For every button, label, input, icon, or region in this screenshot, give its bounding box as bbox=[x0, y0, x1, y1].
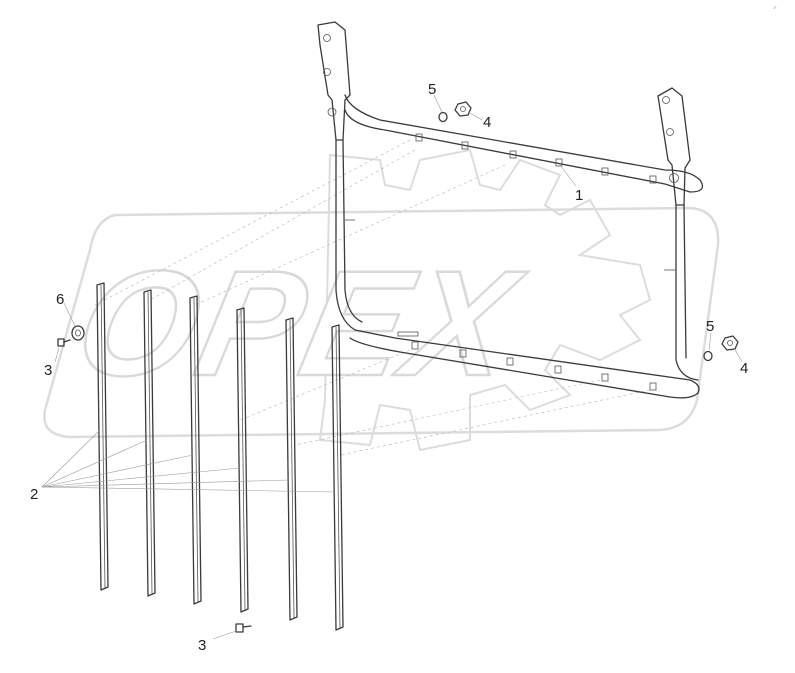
callouts: 1 2 3 3 4 4 5 5 6 bbox=[30, 81, 748, 654]
bolt-bottom bbox=[235, 623, 252, 633]
strip bbox=[236, 307, 249, 613]
callout-3-left: 3 bbox=[44, 362, 52, 379]
nut-top bbox=[454, 101, 472, 117]
callout-6: 6 bbox=[56, 291, 64, 308]
frame-assembly bbox=[317, 21, 704, 399]
callout-5-right: 5 bbox=[706, 318, 714, 335]
frame-right-tube bbox=[675, 204, 699, 381]
callout-2: 2 bbox=[30, 486, 38, 503]
callout-4-right: 4 bbox=[740, 360, 748, 377]
frame-top-rail bbox=[344, 94, 704, 193]
watermark-badge bbox=[43, 206, 720, 439]
nut-right bbox=[721, 335, 739, 351]
strips bbox=[96, 282, 344, 631]
callout-3-bottom: 3 bbox=[198, 637, 206, 654]
bolt-left bbox=[57, 338, 71, 347]
watermark-gear-outline bbox=[318, 148, 652, 452]
top-rail-clips bbox=[415, 133, 657, 184]
frame-left-bracket bbox=[317, 21, 351, 141]
bottom-rail-clips bbox=[411, 341, 657, 391]
frame-bottom-rail bbox=[349, 329, 700, 399]
projection-lines bbox=[94, 139, 651, 456]
strip bbox=[189, 295, 202, 605]
frame-left-tube bbox=[335, 139, 363, 331]
washer-right bbox=[703, 350, 713, 362]
callout-1: 1 bbox=[575, 187, 583, 204]
watermark-text: OPEX bbox=[63, 241, 535, 408]
washer-left bbox=[71, 325, 85, 341]
strip bbox=[285, 317, 298, 621]
callout-5-top: 5 bbox=[428, 81, 436, 98]
watermark: OPEX bbox=[43, 148, 720, 452]
leader-lines bbox=[41, 94, 743, 640]
callout-4-top: 4 bbox=[483, 114, 491, 131]
strip bbox=[143, 289, 156, 597]
corner-mark: ∕∕∕ bbox=[773, 5, 777, 10]
strip bbox=[331, 324, 344, 631]
washer-top bbox=[438, 111, 448, 123]
strip bbox=[96, 282, 109, 591]
frame-right-bracket bbox=[657, 87, 691, 206]
